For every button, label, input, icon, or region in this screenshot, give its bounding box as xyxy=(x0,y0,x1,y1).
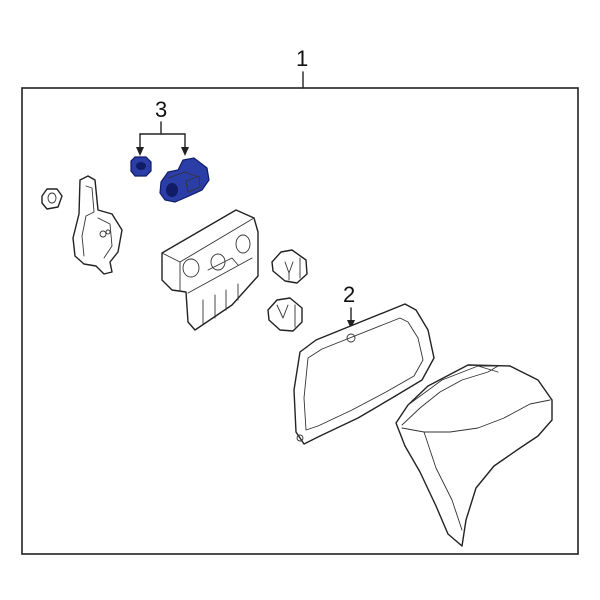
lens-part xyxy=(395,364,553,547)
callout-1-label: 1 xyxy=(296,46,308,71)
callout-2-label: 2 xyxy=(343,282,355,307)
grommet-part xyxy=(130,156,152,177)
circuit-board-part xyxy=(161,209,259,331)
callout-3-bracket xyxy=(136,121,189,156)
upper-bulb-part xyxy=(271,249,308,284)
hex-nut-part xyxy=(41,188,63,210)
callout-3-label: 3 xyxy=(155,97,167,122)
bulb-socket-part xyxy=(159,157,210,203)
assembly-frame xyxy=(21,87,579,555)
gasket-part xyxy=(293,303,435,445)
mounting-bracket-part xyxy=(72,175,123,275)
callout-2-arrow xyxy=(347,307,355,329)
lower-bulb-part xyxy=(267,297,303,332)
